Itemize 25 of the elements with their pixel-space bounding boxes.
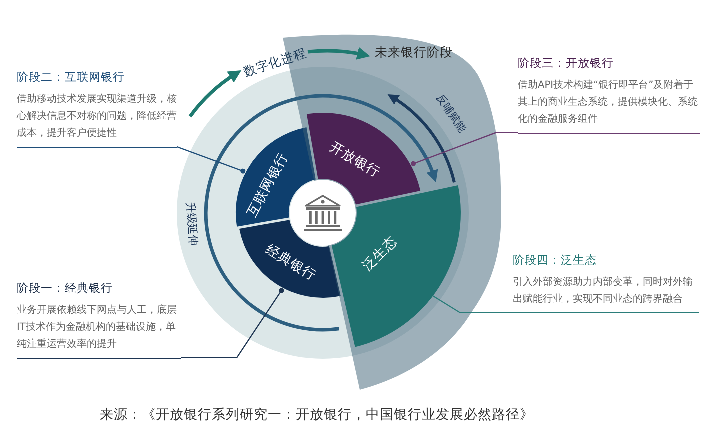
arrow-label: 升级延伸 (184, 202, 200, 246)
ring-sector (240, 220, 341, 298)
source-caption: 来源：《开放银行系列研究一：开放银行，中国银行业发展必然路径》 (100, 406, 534, 424)
callout-heading: 阶段一：经典银行 (17, 280, 114, 297)
leader-line (181, 288, 284, 358)
sector-label: 泛生态 (360, 234, 400, 274)
callout-heading: 阶段四：泛生态 (513, 252, 598, 269)
callout-text: 借助移动技术发展实现渠道升级，核心解决信息不对称的问题，降低经营成本，提升客户便捷性 (17, 92, 177, 142)
callout-heading: 阶段二：互联网银行 (17, 69, 126, 86)
sector-label: 开放银行 (326, 139, 384, 181)
arrow-label: 反哺赋能 (433, 92, 469, 136)
leader-line (176, 146, 246, 174)
callout-heading: 阶段三：开放银行 (518, 55, 615, 72)
callout-text: 引入外部资源助力内部变革，同时对外输出赋能行业，实现不同业态的跨界融合 (513, 276, 694, 308)
leader-line (432, 296, 513, 314)
ring-sector (236, 128, 316, 227)
callout-text: 业务开展依赖线下网点与人工，底层IT技术作为金融机构的基础设施，单纯注重运营效率的提升 (17, 304, 178, 352)
ring-sector (306, 113, 421, 205)
arrow-label: 数字化进程 (242, 44, 308, 80)
sector-label: 经典银行 (262, 242, 320, 284)
sector-label: 互联网银行 (244, 150, 292, 220)
callout-text: 借助API技术构建“银行即平台”及附着于其上的商业生态系统，提供模块化、系统化的金融服务组件 (518, 78, 699, 128)
leader-line (411, 132, 518, 166)
ring-sector (332, 186, 461, 348)
band-title: 未来银行阶段 (375, 44, 453, 60)
